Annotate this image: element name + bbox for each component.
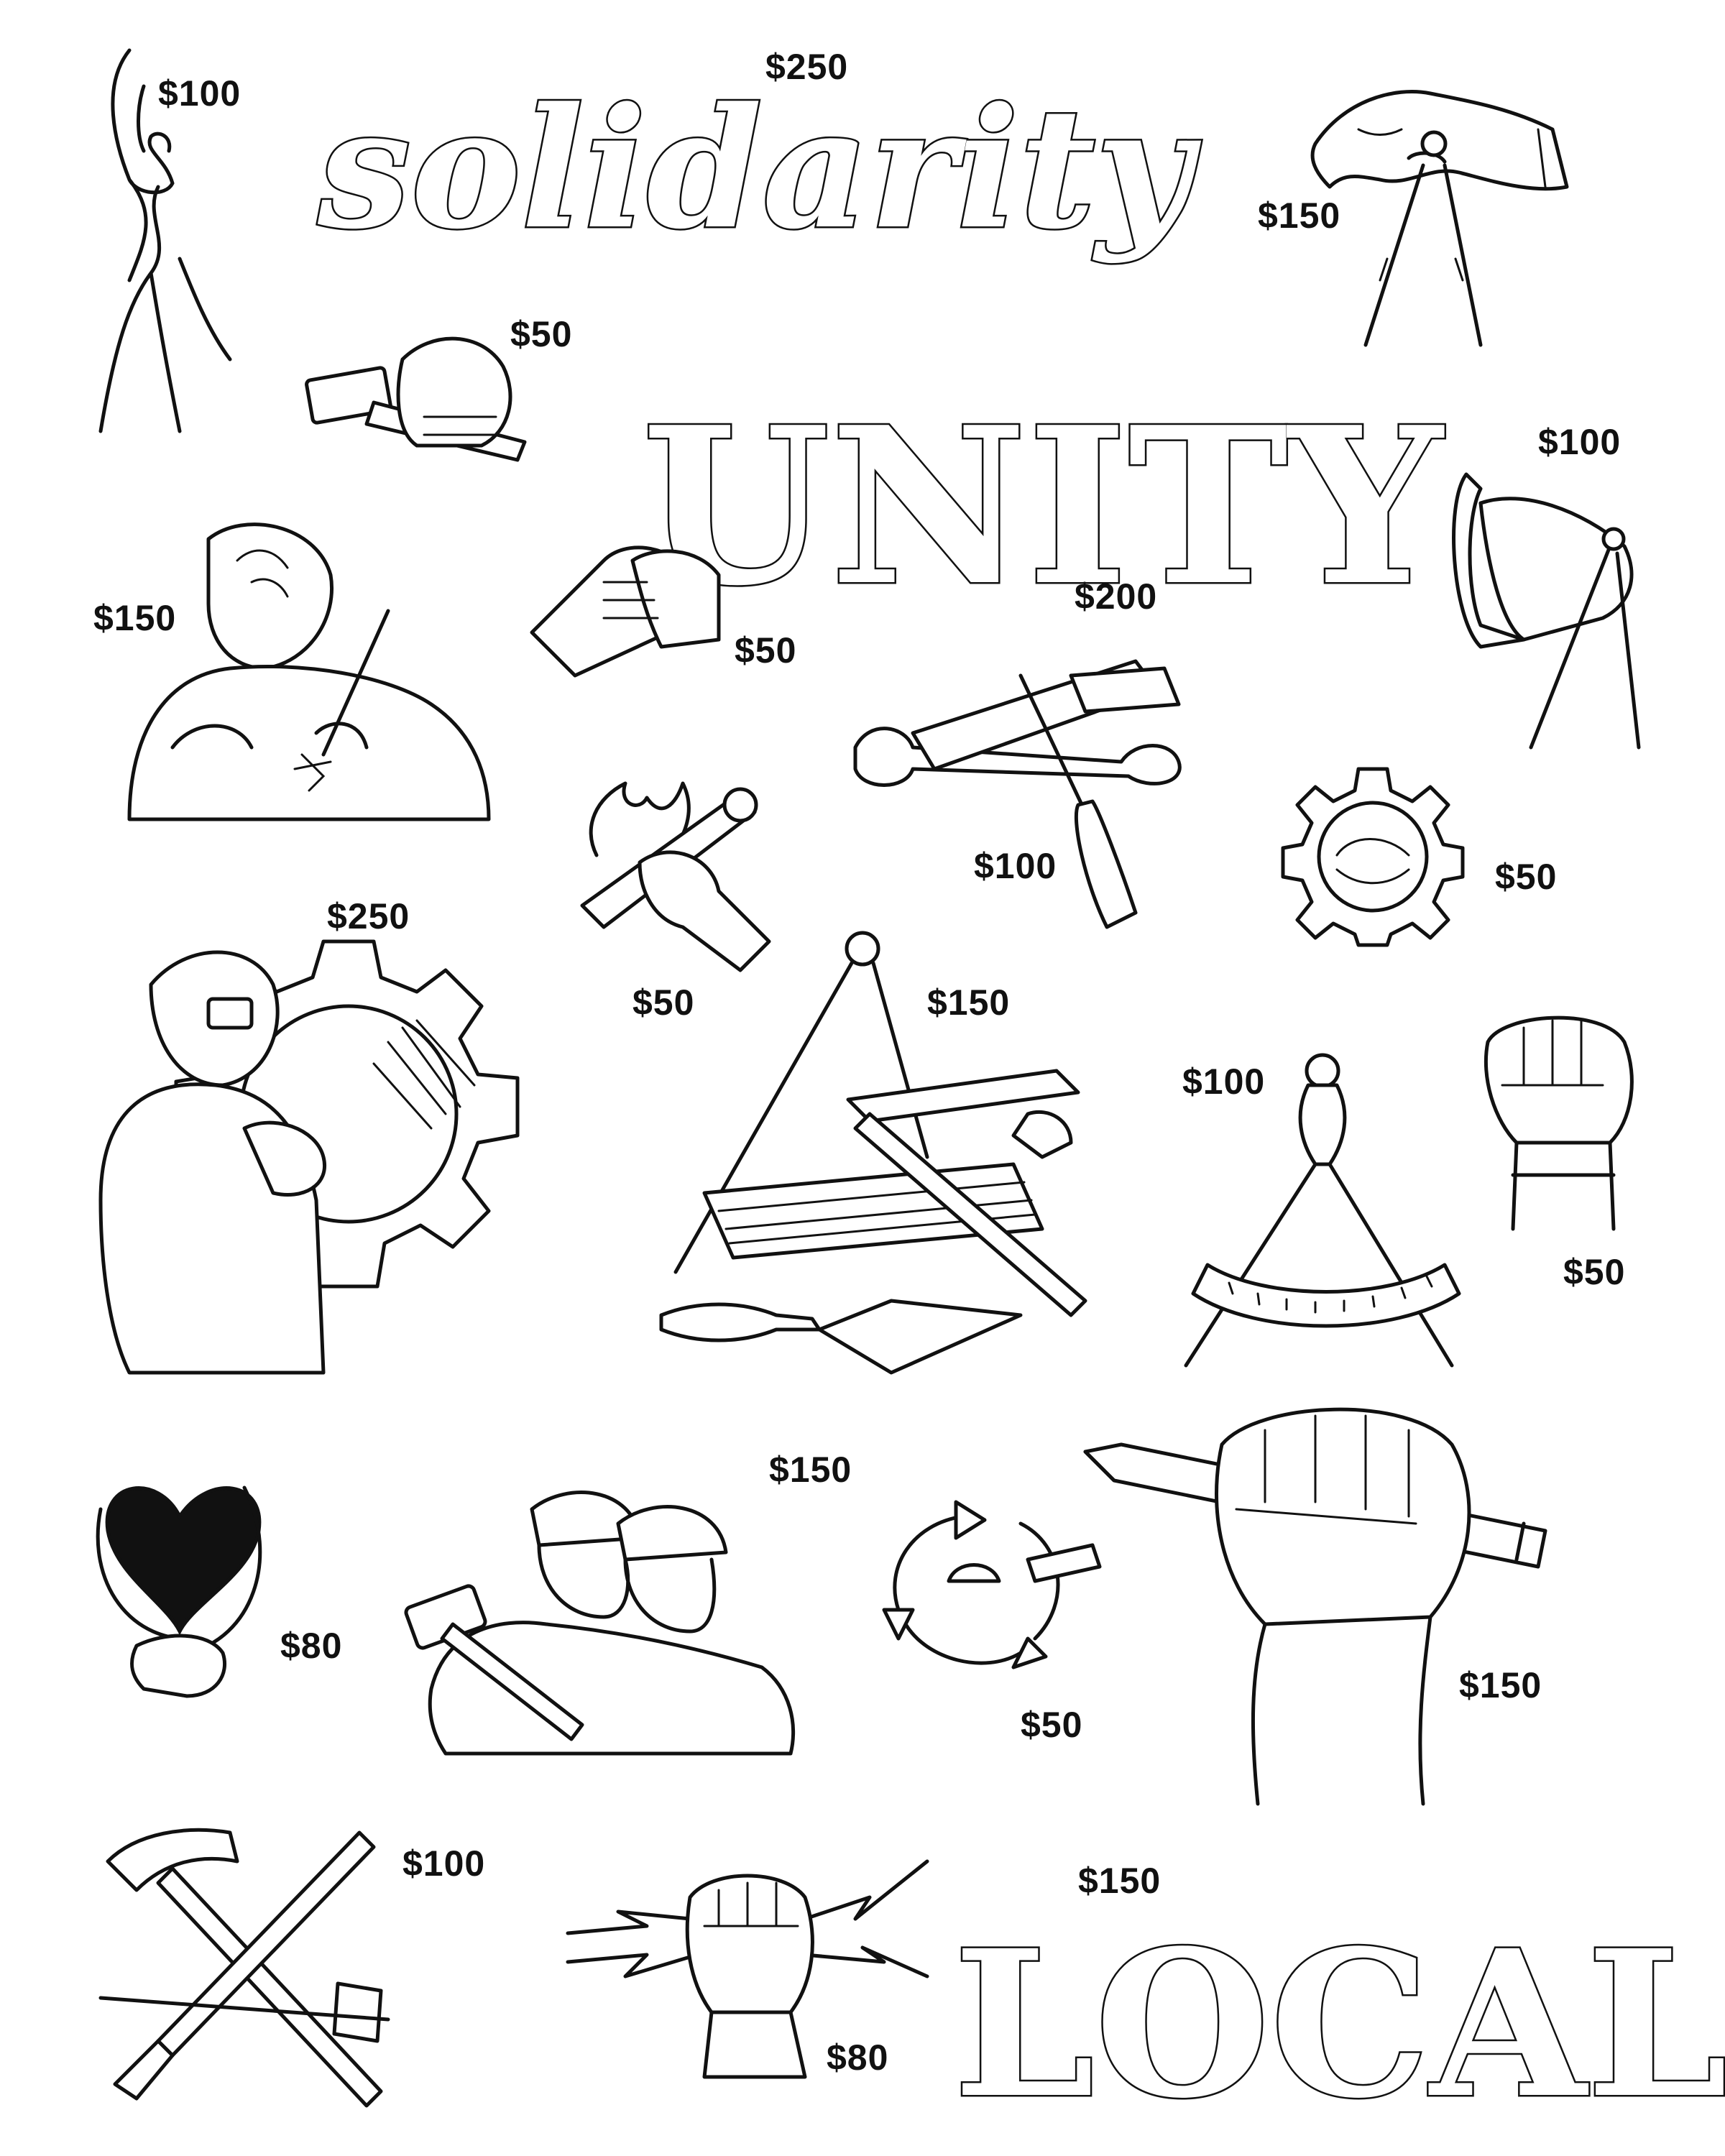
workers-helmets-drawing [404,1491,796,1756]
local-lettering-price: $150 [1078,1861,1162,1901]
hand-compass-right-price: $100 [1538,422,1622,462]
wrench-screwdriver-hammer-price: $100 [974,846,1057,886]
compass-protractor-price: $100 [1182,1061,1266,1102]
welder-small-price: $150 [93,598,177,638]
lightning-fist-drawing [566,1859,929,2079]
hand-compass-right-drawing [1452,472,1641,750]
workers-helmets-price: $150 [769,1450,852,1490]
circle-arrows-tools-drawing [882,1500,1102,1669]
compass-book-tools-drawing [659,931,1087,1375]
local-lettering-drawing: LOCAL [952,1905,1725,2145]
wrench-screwdriver-hammer-drawing [853,659,1182,929]
unity-lettering-price: $200 [1075,576,1158,617]
dancer-figure-price: $100 [158,73,242,114]
welder-gear-drawing [98,939,520,1375]
compass-book-tools-price: $150 [927,982,1011,1023]
handshake-drawing [530,545,721,678]
flaming-wrench-hand-drawing [580,781,771,972]
fist-pencil-price: $150 [1459,1665,1542,1705]
crossed-hammer-chisel-drawing [98,1828,390,2108]
compass-protractor-drawing [1184,1053,1461,1368]
solidarity-lettering-text: solidarity [317,72,1201,266]
gear-clasped-hands-price: $50 [1495,857,1558,897]
welder-gear-price: $250 [327,896,410,936]
hand-compass-top-price: $150 [1258,195,1341,236]
handshake-price: $50 [735,630,797,671]
hammer-fist-drawing [305,336,527,462]
welder-small-drawing [127,522,491,821]
unity-lettering-drawing: UNITY [640,378,1449,635]
raised-fist-price: $50 [1563,1252,1626,1292]
flaming-wrench-hand-price: $50 [632,982,695,1023]
solidarity-lettering-price: $250 [765,47,849,87]
fist-pencil-drawing [1083,1407,1547,1806]
lightning-fist-price: $80 [827,2037,889,2078]
solidarity-lettering-drawing: solidarity [316,70,1203,268]
dancer-figure-drawing [98,48,232,433]
local-lettering-text: LOCAL [953,1907,1725,2143]
unity-lettering-text: UNITY [642,379,1447,633]
gear-clasped-hands-drawing [1281,767,1465,947]
heart-hand-price: $80 [280,1626,343,1666]
raised-fist-drawing [1484,1015,1634,1231]
hammer-fist-price: $50 [510,314,573,354]
heart-hand-drawing [96,1485,262,1698]
circle-arrows-tools-price: $50 [1021,1705,1083,1745]
crossed-hammer-chisel-price: $100 [402,1843,486,1884]
hand-compass-top-drawing [1310,90,1569,347]
